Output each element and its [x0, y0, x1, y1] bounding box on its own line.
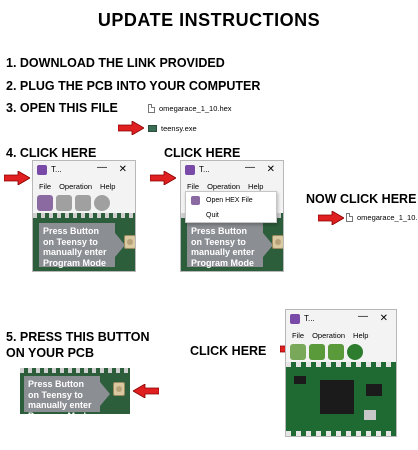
file-menu-dropdown: Open HEX File Quit [185, 191, 277, 223]
now-click-here-label: NOW CLICK HERE [306, 192, 417, 206]
click-here-label: CLICK HERE [164, 146, 241, 160]
program-icon[interactable] [290, 344, 306, 360]
program-mode-callout: Press Button on Teensy to manually enter… [24, 376, 110, 421]
minimize-icon[interactable]: — [97, 162, 107, 173]
menu-file[interactable]: File [39, 181, 52, 191]
menu-operation[interactable]: Operation [59, 181, 93, 191]
pcb-closeup: Press Button on Teensy to manually enter… [20, 368, 130, 421]
program-mode-callout: Press Button on Teensy to manually enter… [39, 223, 125, 268]
pcb-button [124, 235, 135, 249]
exe-file-entry[interactable]: teensy.exe [148, 124, 197, 133]
red-arrow-icon [150, 171, 176, 185]
red-arrow-icon [133, 384, 159, 398]
chip-icon [294, 376, 306, 384]
reboot-icon[interactable] [328, 344, 344, 360]
teensy-app-icon [148, 125, 157, 132]
page-title: UPDATE INSTRUCTIONS [97, 10, 321, 30]
program-mode-callout: Press Button on Teensy to manually enter… [187, 223, 273, 268]
menu-bar: File Operation Help [286, 328, 396, 342]
chip-icon [366, 384, 382, 396]
reboot-icon[interactable] [75, 195, 91, 211]
toolbar [286, 343, 396, 361]
teensy-window-program: T... — ✕ File Operation Help [285, 309, 397, 437]
file-icon [148, 104, 155, 113]
click-here-label-3: CLICK HERE [190, 344, 267, 358]
exe-file-name: teensy.exe [161, 124, 197, 133]
menu-operation[interactable]: Operation [312, 330, 346, 340]
close-icon[interactable]: ✕ [379, 313, 388, 324]
red-arrow-icon [318, 211, 344, 225]
menu-help[interactable]: Help [353, 330, 369, 340]
teensy-app-icon [185, 165, 195, 175]
window-title: T... [304, 314, 315, 323]
file-icon [346, 213, 353, 222]
red-arrow-icon [4, 171, 30, 185]
menu-bar: File Operation Help [181, 179, 283, 193]
pcb-board-image [286, 362, 396, 436]
close-icon[interactable]: ✕ [118, 164, 127, 175]
hex-file-entry-2[interactable]: omegarace_1_10.hex [346, 213, 418, 222]
menu-bar: File Operation Help [33, 179, 135, 193]
teensy-app-icon [290, 314, 300, 324]
program-active-icon[interactable] [309, 344, 325, 360]
step-3-text: 3. OPEN THIS FILE [6, 101, 118, 115]
menu-file[interactable]: File [292, 330, 305, 340]
menu-file[interactable]: File [187, 181, 200, 191]
toolbar [33, 194, 135, 212]
window-titlebar: T... — ✕ [181, 161, 283, 179]
teensy-window: T... — ✕ File Operation Help Press Butto… [32, 160, 136, 272]
minimize-icon[interactable]: — [245, 162, 255, 173]
open-hex-icon[interactable] [37, 195, 53, 211]
window-title: T... [199, 165, 210, 174]
pcb-button [272, 235, 283, 249]
menu-item-quit[interactable]: Quit [206, 212, 219, 219]
step-1-text: 1. DOWNLOAD THE LINK PROVIDED [6, 56, 225, 70]
step-2-text: 2. PLUG THE PCB INTO YOUR COMPUTER [6, 79, 261, 93]
menu-item-open-hex[interactable]: Open HEX File [206, 197, 253, 204]
minimize-icon[interactable]: — [358, 311, 368, 322]
teensy-window-menu-open: T... — ✕ File Operation Help Press Butto… [180, 160, 284, 272]
menu-help[interactable]: Help [248, 181, 264, 191]
window-titlebar: T... — ✕ [286, 310, 396, 328]
window-title: T... [51, 165, 62, 174]
open-hex-icon [191, 196, 200, 205]
auto-mode-icon[interactable] [347, 344, 363, 360]
menu-help[interactable]: Help [100, 181, 116, 191]
step-5-line1: 5. PRESS THIS BUTTON [6, 330, 150, 344]
pcb-image: Press Button on Teensy to manually enter… [33, 213, 135, 271]
close-icon[interactable]: ✕ [266, 164, 275, 175]
chip-icon [320, 380, 354, 414]
pcb-button [113, 382, 125, 396]
window-titlebar: T... — ✕ [33, 161, 135, 179]
menu-operation[interactable]: Operation [207, 181, 241, 191]
step-5-line2: ON YOUR PCB [6, 346, 94, 360]
step-4-text: 4. CLICK HERE [6, 146, 97, 160]
auto-mode-icon[interactable] [94, 195, 110, 211]
program-icon[interactable] [56, 195, 72, 211]
pcb-button [364, 410, 376, 420]
hex-file-name: omegarace_1_10.hex [159, 104, 232, 113]
teensy-app-icon [37, 165, 47, 175]
hex-file-name-2: omegarace_1_10.hex [357, 213, 418, 222]
red-arrow-icon [118, 121, 144, 135]
hex-file-entry[interactable]: omegarace_1_10.hex [148, 104, 232, 113]
